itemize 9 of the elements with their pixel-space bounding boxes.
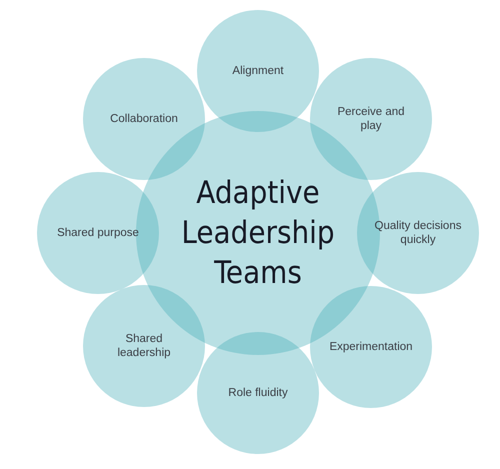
topic-label: Collaboration [109,112,179,126]
topic-label: Shared leadership [116,332,172,360]
topic-label: Shared purpose [56,226,140,240]
topic-label: Experimentation [328,340,414,354]
center-title: Adaptive Leadership Teams [180,174,336,293]
topic-label: Alignment [231,64,285,78]
topic-label: Perceive and play [336,105,406,133]
topic-label: Quality decisions quickly [374,219,462,247]
topic-label: Role fluidity [227,386,289,400]
